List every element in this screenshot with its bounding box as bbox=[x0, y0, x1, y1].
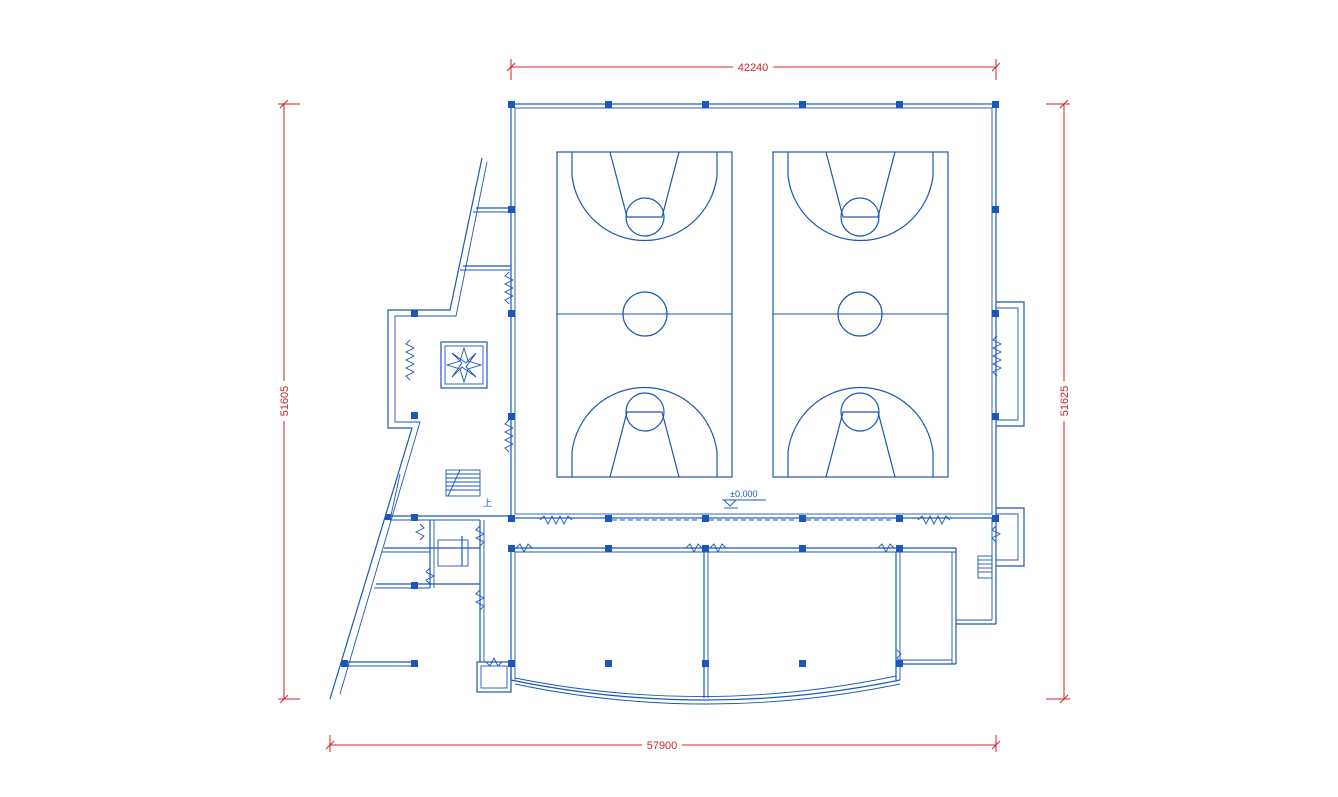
dimension-bottom: 57900 bbox=[325, 735, 1001, 752]
dimension-top: 42240 bbox=[506, 59, 1001, 80]
main-hall-walls bbox=[510, 103, 997, 519]
west-stair: 上 bbox=[445, 469, 492, 508]
dimension-right: 51625 bbox=[1046, 99, 1071, 704]
south-block bbox=[508, 518, 997, 705]
level-mark: ±0.000 bbox=[722, 489, 766, 509]
hall-columns bbox=[508, 101, 999, 522]
stair-label: 上 bbox=[483, 498, 492, 508]
dimension-bottom-label: 57900 bbox=[647, 740, 678, 752]
east-annex bbox=[977, 301, 1025, 579]
dimension-top-label: 42240 bbox=[738, 62, 769, 74]
basketball-court-left bbox=[556, 151, 733, 478]
basketball-court-right bbox=[772, 151, 949, 478]
west-wing: 上 bbox=[329, 157, 512, 700]
dimension-left-label: 51605 bbox=[279, 386, 291, 417]
atrium-star-icon bbox=[440, 341, 488, 389]
level-mark-label: ±0.000 bbox=[730, 489, 757, 499]
dimension-right-label: 51625 bbox=[1059, 386, 1071, 417]
door-symbols bbox=[404, 271, 1003, 667]
dimension-left: 51605 bbox=[277, 99, 300, 704]
